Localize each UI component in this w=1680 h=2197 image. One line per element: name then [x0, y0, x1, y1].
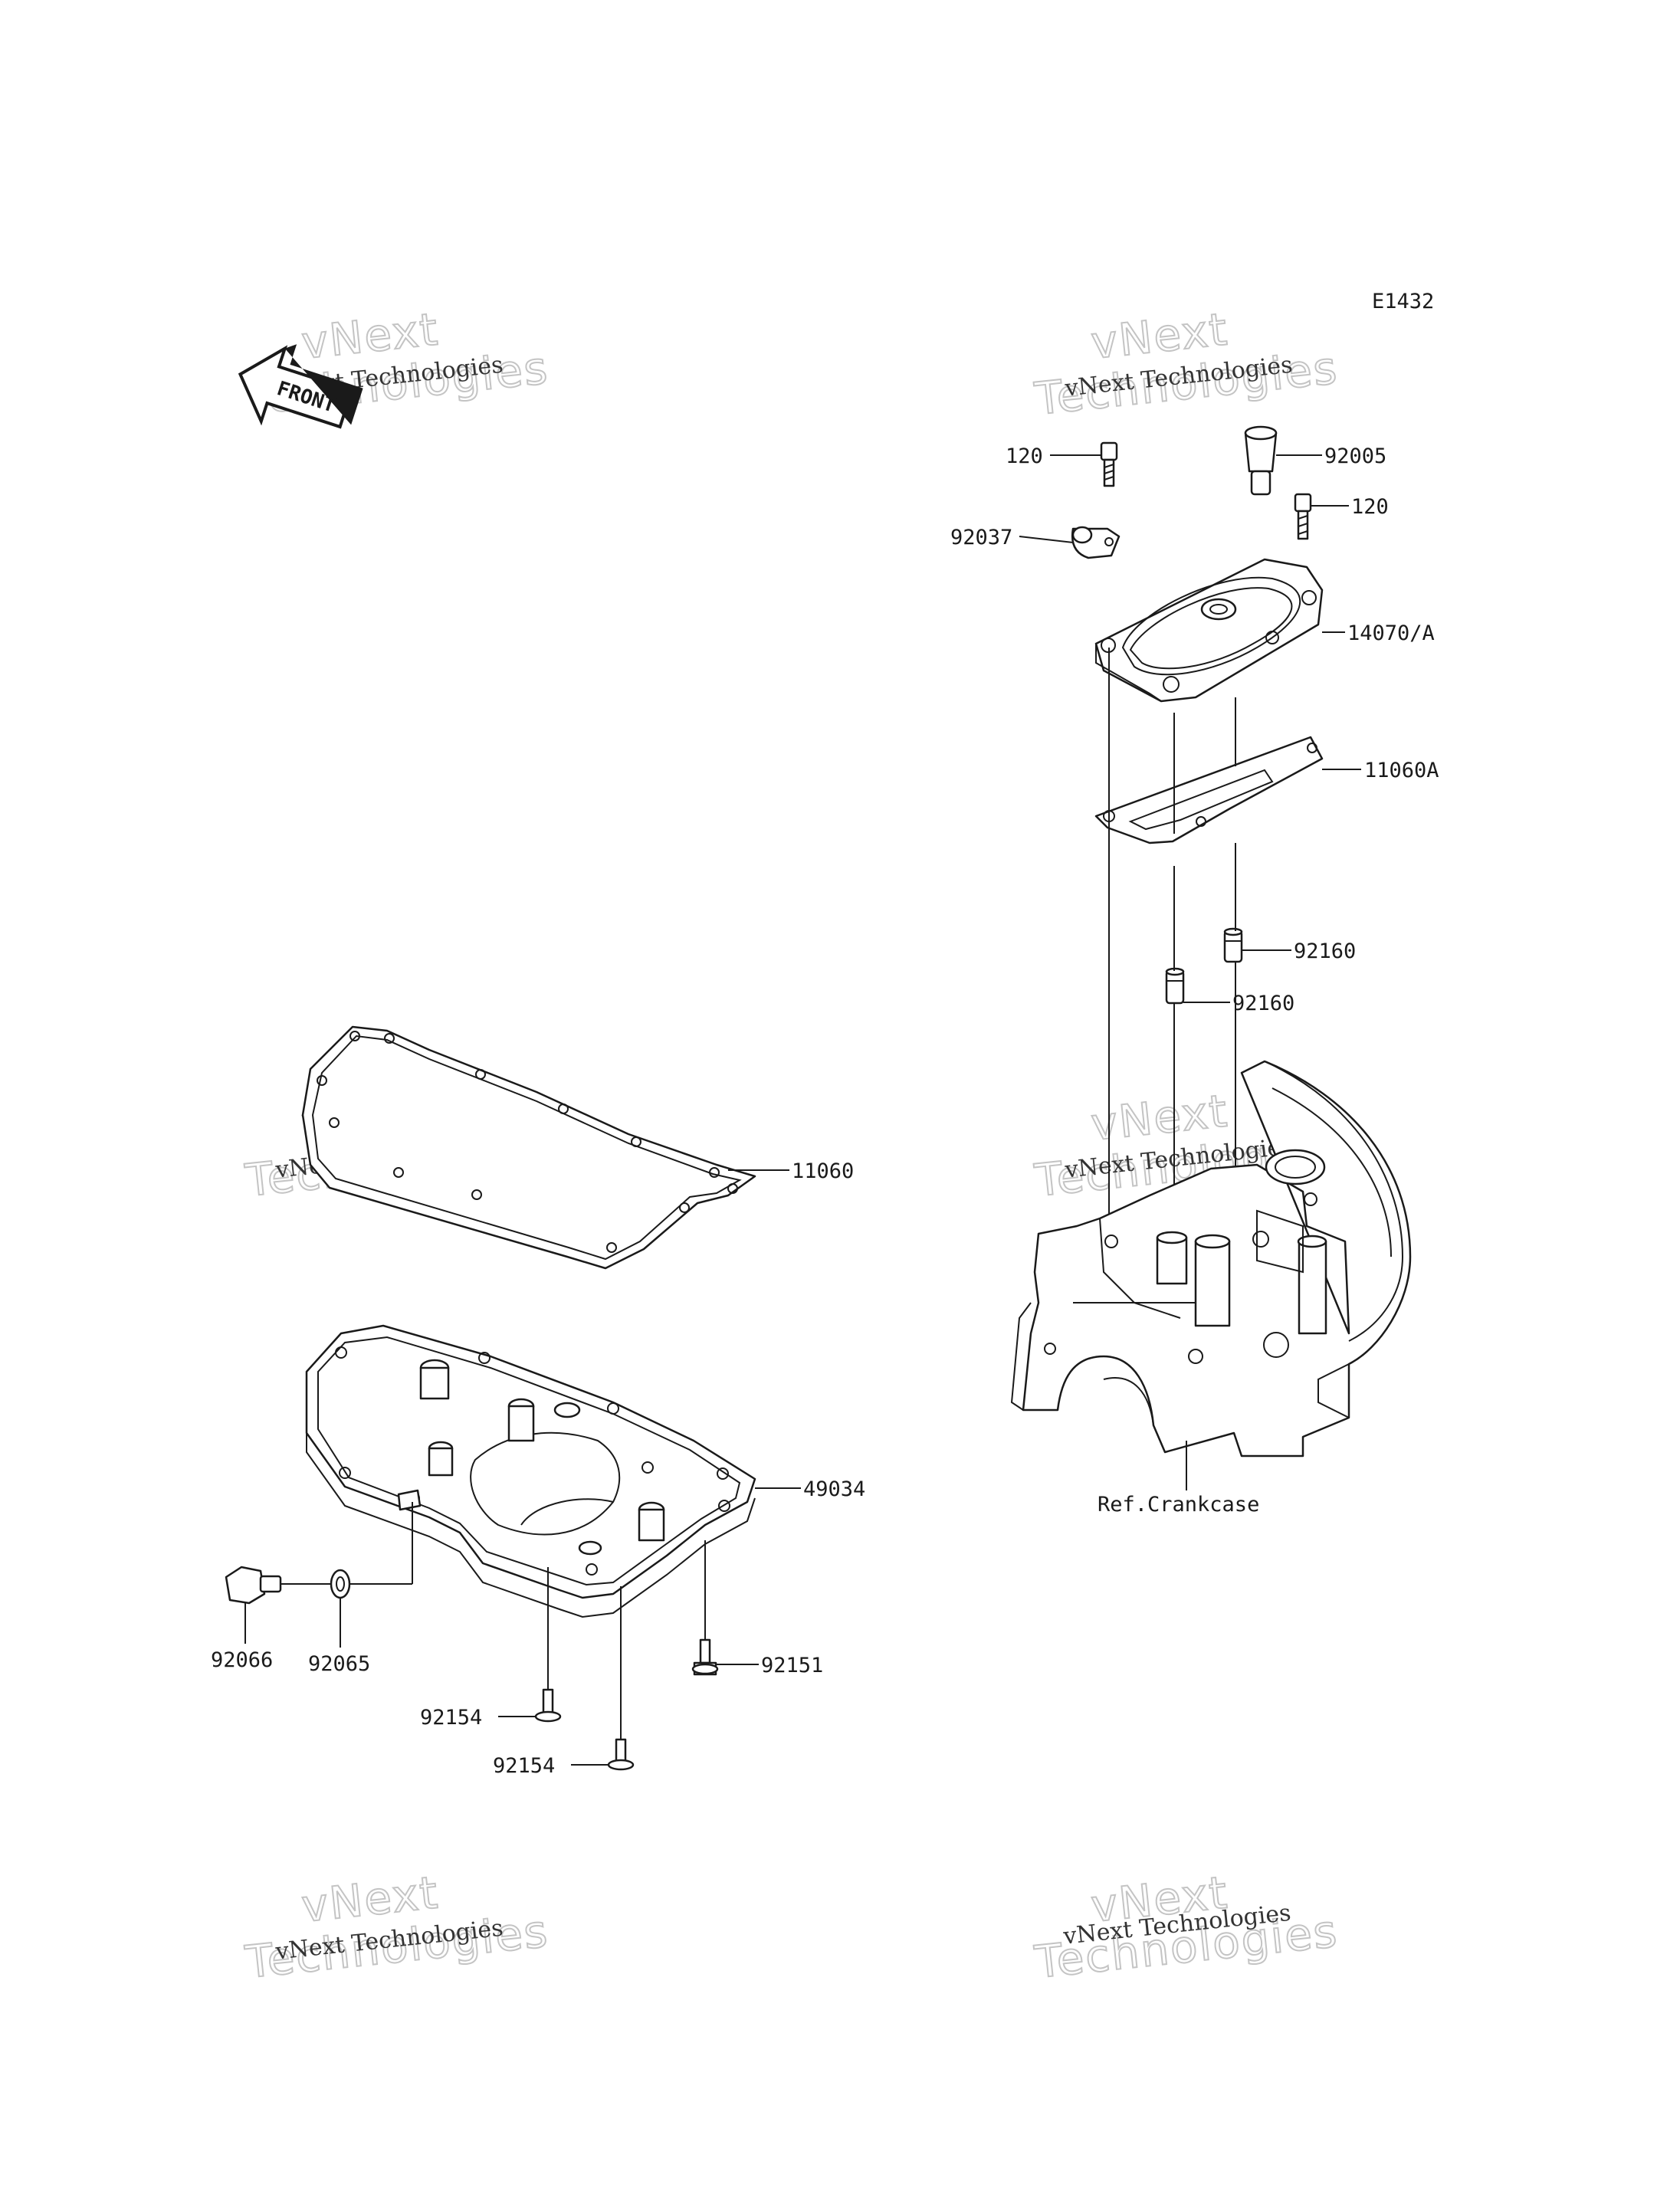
bolt-icon [1294, 493, 1312, 540]
bolt-icon [534, 1688, 562, 1723]
callout-14070a: 14070/A [1347, 621, 1435, 645]
callout-92066: 92066 [211, 1648, 273, 1672]
callout-92160-right: 92160 [1294, 939, 1356, 963]
breather-cover-icon [1094, 558, 1324, 703]
washer-icon [330, 1569, 351, 1599]
callout-92151: 92151 [761, 1654, 823, 1677]
oil-pan-icon [305, 1324, 756, 1618]
callout-49034: 49034 [803, 1477, 865, 1501]
dowel-pin-icon [1165, 967, 1185, 1005]
callout-120-right: 120 [1351, 495, 1389, 519]
breather-pipe-icon [1244, 425, 1278, 496]
bolt-icon [691, 1638, 719, 1676]
watermark-bottom-right: vNext Technologies vNext Technologies [1032, 1865, 1342, 1989]
callout-92005: 92005 [1324, 444, 1386, 468]
cover-gasket-icon [1094, 736, 1324, 844]
callout-92065: 92065 [308, 1652, 370, 1676]
callout-11060: 11060 [792, 1159, 854, 1183]
callout-120-left: 120 [1006, 444, 1043, 468]
bolt-icon [1100, 441, 1118, 487]
bolt-icon [607, 1738, 635, 1771]
diagram-code: E1432 [1372, 290, 1434, 313]
callout-ref-crankcase: Ref.Crankcase [1098, 1493, 1259, 1517]
crankcase-icon [1010, 1060, 1412, 1458]
watermark-top-right: vNext Technologies vNext Technologies [1032, 302, 1342, 425]
dowel-pin-icon [1223, 927, 1243, 963]
watermark-bottom-left: vNext Technologies vNext Technologies [242, 1865, 553, 1989]
callout-92160-left: 92160 [1232, 992, 1294, 1015]
clamp-icon [1071, 526, 1121, 559]
callout-11060a: 11060A [1364, 759, 1439, 782]
oil-pan-gasket-icon [301, 1025, 756, 1270]
callout-92037: 92037 [950, 526, 1012, 549]
callout-92154-lower: 92154 [493, 1754, 555, 1778]
callout-92154-left: 92154 [420, 1706, 482, 1730]
drain-plug-icon [225, 1566, 282, 1605]
